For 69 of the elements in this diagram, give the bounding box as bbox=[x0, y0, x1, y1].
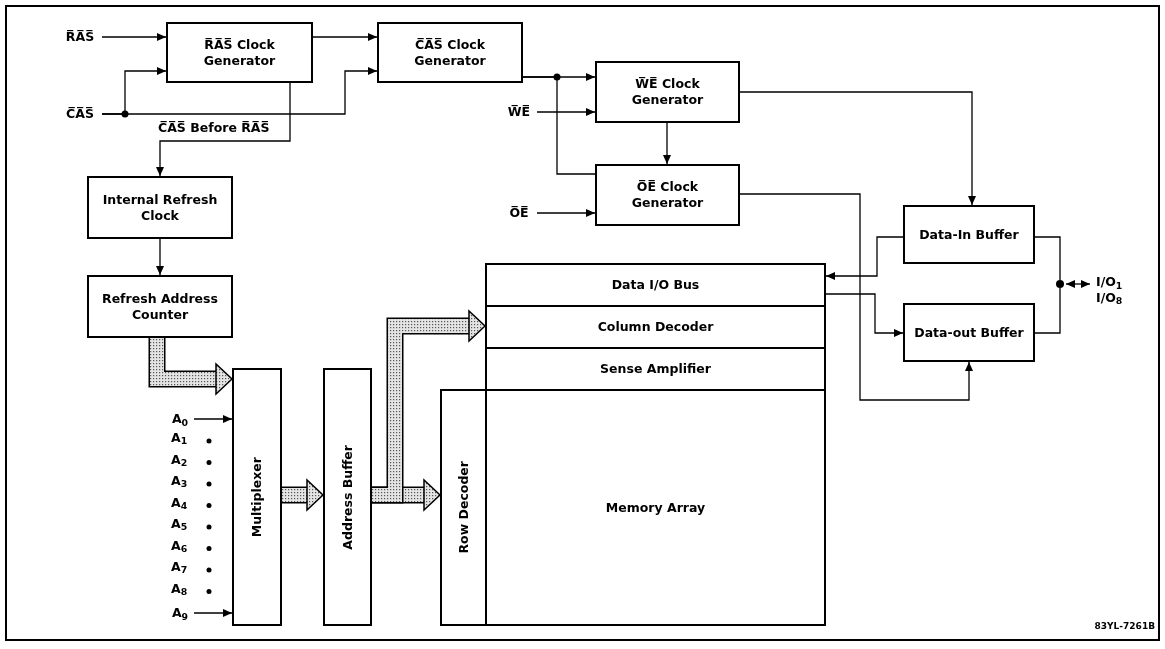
signal-line bbox=[101, 67, 378, 115]
block-label: W̅E̅ Clock Generator bbox=[630, 76, 705, 108]
signal-line bbox=[825, 236, 904, 280]
block-label: Row Decoder bbox=[455, 460, 472, 556]
signal-line bbox=[193, 609, 233, 617]
edge-label: C̅A̅S̅ Before R̅A̅S̅ bbox=[156, 122, 272, 135]
block-label: Data I/O Bus bbox=[610, 277, 701, 293]
block-label: Data-out Buffer bbox=[913, 324, 1025, 341]
signal-line bbox=[1034, 236, 1061, 281]
signal-line bbox=[312, 33, 378, 41]
signal-line bbox=[663, 122, 671, 165]
signal-line bbox=[739, 91, 976, 206]
address-pin-label: A$_{5}$ bbox=[171, 518, 188, 531]
buffer-box bbox=[903, 303, 1035, 362]
address-pin-label: A$_{6}$ bbox=[171, 539, 188, 552]
address-pin-label: A$_{4}$ bbox=[171, 496, 188, 509]
process-box bbox=[87, 176, 233, 239]
bus-arrow bbox=[282, 478, 325, 512]
address-pin-label: A$_{0}$ bbox=[170, 411, 190, 427]
block-label: Multiplexer bbox=[249, 455, 265, 540]
signal-label: C̅A̅S̅ bbox=[65, 106, 95, 122]
address-pin-label: A$_{1}$ bbox=[171, 432, 188, 445]
figure-code: 83YL-7261B bbox=[1094, 622, 1155, 631]
decoder-block bbox=[440, 389, 487, 626]
signal-label: R̅A̅S̅ bbox=[64, 29, 96, 45]
address-pin-label: A$_{9}$ bbox=[170, 605, 190, 621]
signal-line bbox=[101, 33, 167, 41]
block-label: R̅A̅S̅ Clock Generator bbox=[202, 36, 277, 69]
signal-line bbox=[1065, 280, 1091, 288]
decoder-block bbox=[485, 305, 826, 349]
buffer-box bbox=[903, 205, 1035, 264]
memory-array-block bbox=[485, 389, 826, 626]
block-label: Sense Amplifier bbox=[599, 361, 712, 377]
clock-generator-box bbox=[377, 22, 523, 83]
signal-line bbox=[156, 82, 291, 177]
address-pin-label: A$_{7}$ bbox=[171, 561, 188, 574]
buffer-box bbox=[323, 368, 372, 626]
address-pin-label: A$_{3}$ bbox=[171, 475, 188, 488]
clock-generator-box bbox=[595, 164, 740, 226]
signal-line bbox=[193, 415, 233, 423]
block-label: Internal Refresh Clock bbox=[101, 191, 219, 224]
signal-line bbox=[536, 209, 596, 217]
counter-box bbox=[87, 275, 233, 338]
block-label: Memory Array bbox=[604, 499, 707, 516]
multiplexer-box bbox=[232, 368, 282, 626]
clock-generator-box bbox=[166, 22, 313, 83]
address-pin-label: A$_{8}$ bbox=[171, 582, 188, 595]
block-label: Refresh Address Counter bbox=[101, 290, 219, 323]
block-label: Column Decoder bbox=[596, 319, 715, 335]
signal-label: O̅E̅ bbox=[508, 205, 530, 221]
io-pin-label: I/O$_{1}$ bbox=[1095, 274, 1124, 290]
amplifier-block bbox=[485, 347, 826, 391]
signal-line bbox=[536, 108, 596, 116]
block-label: Data-In Buffer bbox=[918, 226, 1020, 243]
clock-generator-box bbox=[595, 61, 740, 123]
bus-arrow bbox=[372, 309, 487, 504]
block-label: C̅A̅S̅ Clock Generator bbox=[413, 36, 487, 69]
signal-line bbox=[522, 76, 596, 175]
signal-line bbox=[825, 293, 904, 337]
bus-arrow bbox=[148, 338, 234, 396]
block-label: Address Buffer bbox=[339, 443, 356, 552]
address-pin-label: A$_{2}$ bbox=[171, 453, 188, 466]
signal-label: W̅E̅ bbox=[506, 104, 532, 120]
bus-block bbox=[485, 263, 826, 307]
signal-line bbox=[739, 193, 973, 401]
signal-line bbox=[1034, 287, 1061, 334]
block-label: O̅E̅ Clock Generator bbox=[630, 179, 705, 211]
signal-line bbox=[156, 238, 164, 276]
io-pin-label: I/O$_{8}$ bbox=[1095, 290, 1124, 306]
